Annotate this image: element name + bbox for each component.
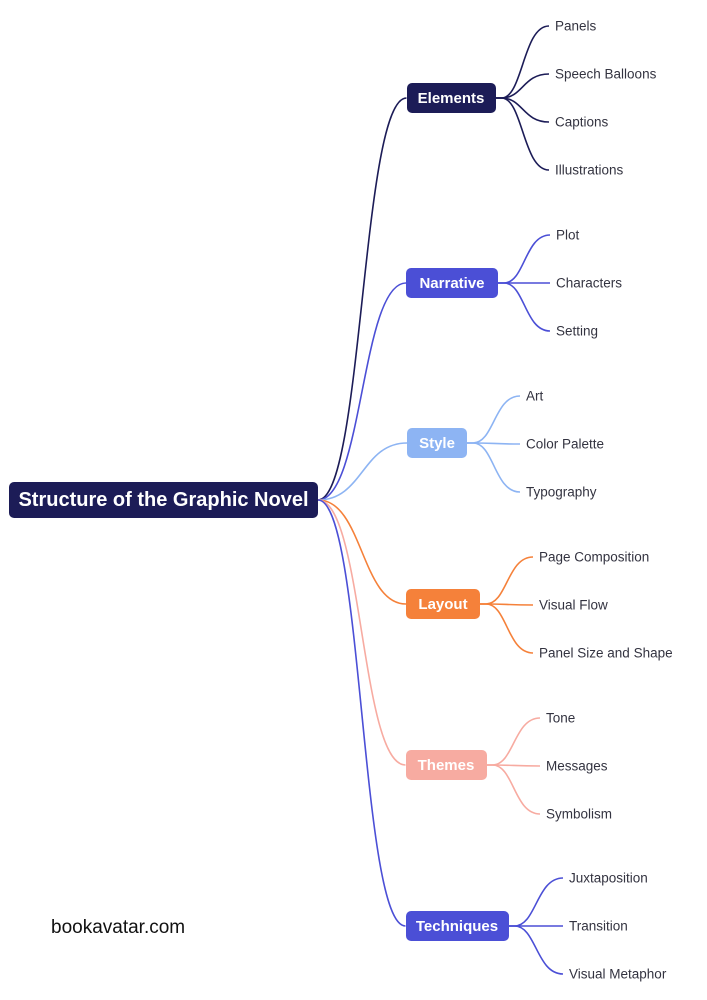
leaf-color-palette: Color Palette <box>526 436 605 452</box>
connector-techniques-visual-metaphor <box>508 925 564 975</box>
leaf-transition: Transition <box>569 918 628 934</box>
branch-label: Techniques <box>415 917 499 935</box>
connector-style <box>317 442 408 501</box>
connector-narrative <box>317 282 407 501</box>
connector-themes-symbolism <box>486 764 541 815</box>
leaf-symbolism: Symbolism <box>546 806 613 822</box>
root-node: Structure of the Graphic Novel <box>9 482 318 518</box>
connector-style-typography <box>467 442 521 493</box>
footer-site: bookavatar.com <box>51 917 186 938</box>
leaf-captions: Captions <box>555 114 609 130</box>
branch-node-narrative: Narrative <box>406 268 498 298</box>
leaf-typography: Typography <box>526 484 597 500</box>
connector-elements-illustrations <box>495 97 550 171</box>
leaf-messages: Messages <box>546 758 608 774</box>
connector-layout-page-composition <box>480 556 534 605</box>
connector-techniques-juxtaposition <box>508 877 564 927</box>
connector-techniques <box>317 499 406 927</box>
branch-label: Themes <box>417 756 475 774</box>
connector-elements-captions <box>495 97 550 123</box>
branch-node-techniques: Techniques <box>405 911 509 941</box>
connector-elements-speech-balloons <box>495 73 550 99</box>
connector-themes-tone <box>486 717 541 766</box>
leaf-tone: Tone <box>546 710 576 726</box>
leaf-visual-flow: Visual Flow <box>539 597 608 613</box>
branch-label: Layout <box>418 595 468 613</box>
connector-layout-panel-size-and-shape <box>480 603 534 654</box>
connector-themes <box>317 499 406 766</box>
leaf-page-composition: Page Composition <box>539 549 650 565</box>
root-label: Structure of the Graphic Novel <box>18 488 309 511</box>
leaf-panels: Panels <box>555 18 597 34</box>
branch-label: Elements <box>417 89 485 107</box>
branch-node-layout: Layout <box>406 589 480 619</box>
leaf-illustrations: Illustrations <box>555 162 624 178</box>
leaf-plot: Plot <box>556 227 580 243</box>
branch-node-elements: Elements <box>406 83 496 113</box>
leaf-panel-size-and-shape: Panel Size and Shape <box>539 645 673 661</box>
connector-layout <box>317 499 407 605</box>
leaf-art: Art <box>526 388 544 404</box>
leaf-characters: Characters <box>556 275 623 291</box>
leaf-setting: Setting <box>556 323 599 339</box>
connector-narrative-setting <box>498 282 551 332</box>
connector-style-art <box>467 395 521 444</box>
leaf-visual-metaphor: Visual Metaphor <box>569 966 667 982</box>
branch-node-style: Style <box>407 428 467 458</box>
branch-node-themes: Themes <box>405 750 487 780</box>
connector-elements <box>317 97 407 501</box>
leaf-juxtaposition: Juxtaposition <box>569 870 648 886</box>
branch-label: Narrative <box>419 274 485 292</box>
leaf-speech-balloons: Speech Balloons <box>555 66 657 82</box>
branch-label: Style <box>419 434 455 452</box>
connector-narrative-plot <box>498 234 551 284</box>
